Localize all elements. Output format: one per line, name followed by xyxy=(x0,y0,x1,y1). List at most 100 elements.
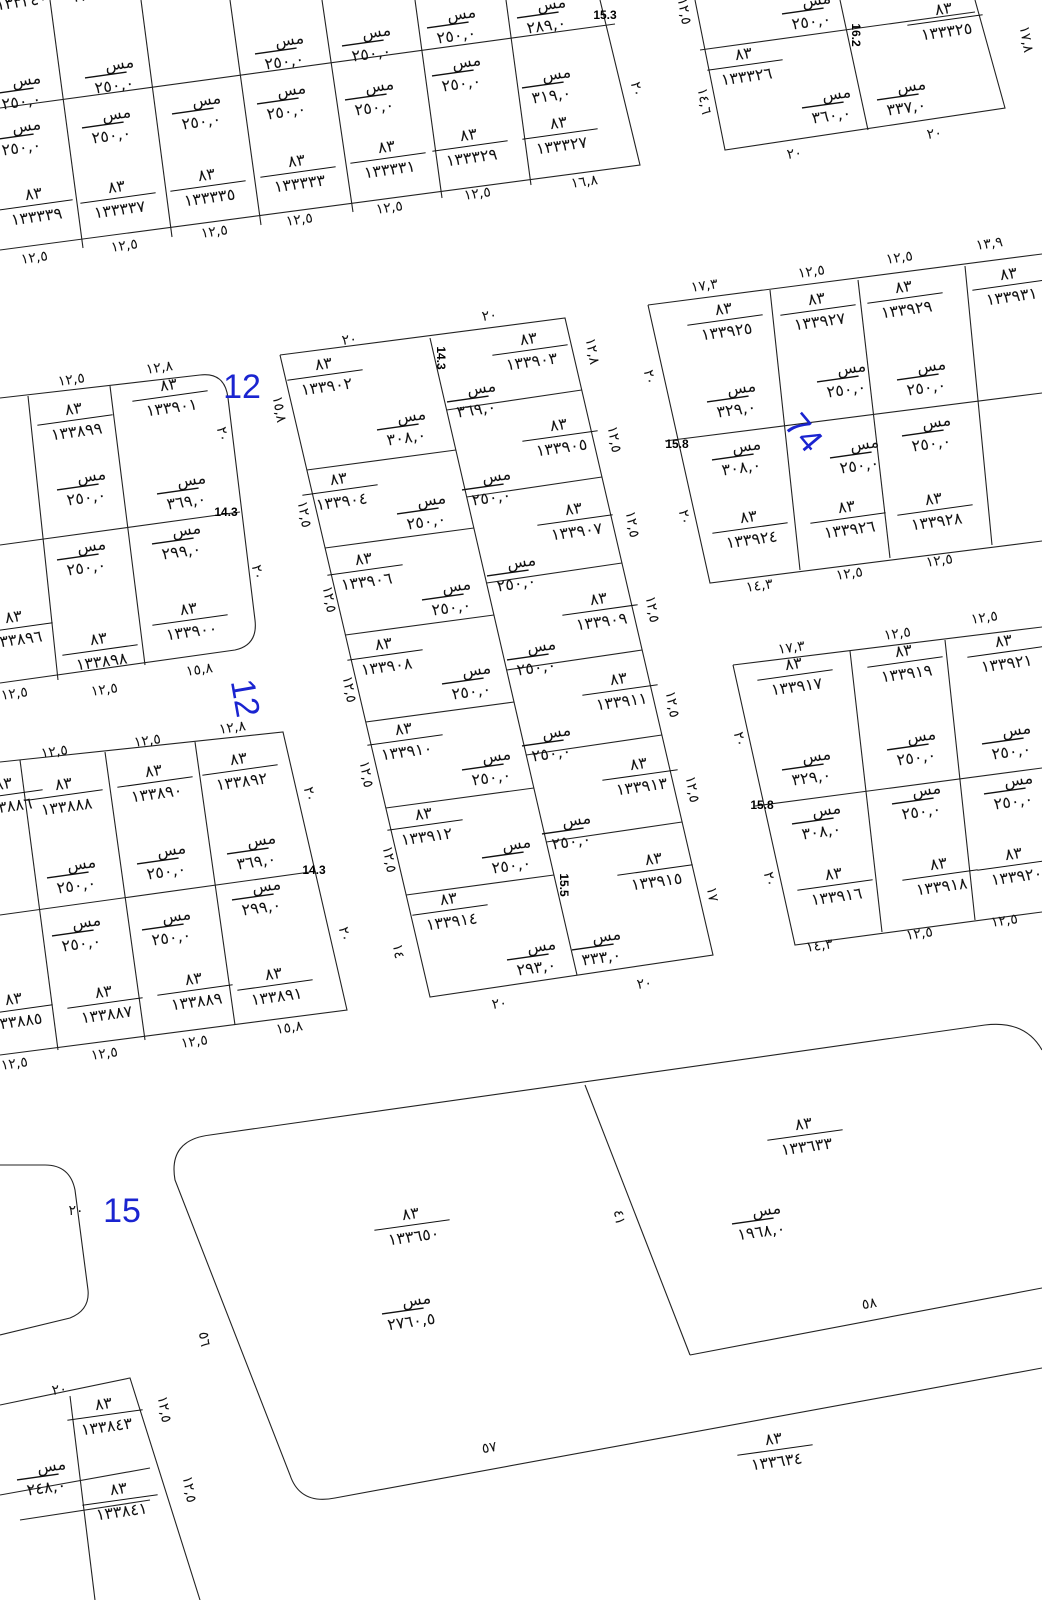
area-prefix: مس xyxy=(481,744,512,768)
block-id-label[interactable]: 12 xyxy=(223,676,267,720)
area-value: ٢٥٠,٠ xyxy=(895,745,937,769)
area-underline xyxy=(231,893,274,901)
dimension-label: ١٢,٥ xyxy=(905,924,934,944)
area-underline xyxy=(56,553,99,561)
area-underline xyxy=(136,857,179,865)
dimension-label: ١٤,٦ xyxy=(694,87,714,116)
block-number: ٨٣ xyxy=(64,398,84,419)
area-prefix: مس xyxy=(11,114,42,138)
area-underline xyxy=(731,1217,774,1225)
fraction-line xyxy=(157,984,233,996)
block-number: ٨٣ xyxy=(459,124,479,145)
block-number: ٨٣ xyxy=(94,981,114,1002)
area-underline xyxy=(901,429,944,437)
setback-mark: 14.3 xyxy=(434,346,448,370)
parcel-number: ١٣٣٨٩٦ xyxy=(0,626,43,652)
area-underline xyxy=(541,827,584,835)
area-value: ٢٥٠,٠ xyxy=(905,375,947,399)
block-id-label[interactable]: 74 xyxy=(777,406,830,459)
dimension-label: ١٢,٥ xyxy=(285,210,314,230)
parcel-label[interactable]: ٨٣١٣٣٣٣٨ xyxy=(54,0,135,8)
block-number: ٨٣ xyxy=(377,136,397,157)
area-underline xyxy=(46,871,89,879)
setback-mark: 14.3 xyxy=(302,863,326,877)
area-prefix: مس xyxy=(561,808,592,832)
setback-mark: 15.8 xyxy=(665,437,689,451)
area-prefix: مس xyxy=(526,634,557,658)
dimension-label: ١٢,٥ xyxy=(883,624,912,644)
area-value: ٣١٩,٠ xyxy=(530,83,572,107)
dimension-label: ١٢,٨ xyxy=(218,718,247,738)
block-number: ٨٣ xyxy=(54,773,74,794)
setback-mark: 14.3 xyxy=(214,505,238,519)
area-prefix: مس xyxy=(176,468,207,492)
dimension-label: ١٢,٥ xyxy=(339,675,359,704)
dimension-label: ١٢,٥ xyxy=(835,564,864,584)
area-prefix: مس xyxy=(401,1288,432,1312)
parcel-boundary xyxy=(647,253,1042,306)
area-underline xyxy=(446,395,489,403)
area-prefix: مس xyxy=(849,432,880,456)
dimension-label: ١٥,٨ xyxy=(185,660,214,680)
block-id-label[interactable]: 15 xyxy=(103,1192,141,1230)
dimension-label: ١٧,٣ xyxy=(690,276,719,296)
parcel-boundary xyxy=(325,527,474,549)
block-id-label[interactable]: 12 xyxy=(223,368,261,406)
area-underline xyxy=(141,923,184,931)
area-underline xyxy=(156,487,199,495)
fraction-line xyxy=(287,369,363,381)
